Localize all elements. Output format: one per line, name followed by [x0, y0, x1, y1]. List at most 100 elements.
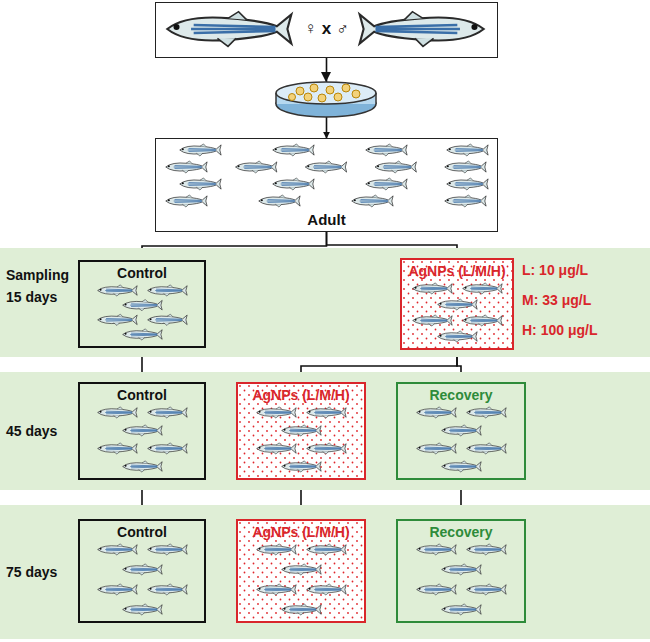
fish-icon [123, 461, 162, 472]
fish-icon [305, 161, 346, 173]
fish-icon [282, 425, 321, 436]
fish-icon [442, 604, 481, 615]
fish-icon [307, 584, 346, 595]
fish-icon [417, 443, 456, 454]
box-title: Control [80, 521, 204, 540]
fish-icon [180, 144, 221, 156]
fish-icon [257, 584, 296, 595]
fish-icon [98, 584, 137, 595]
fish-icon [123, 564, 162, 575]
fish-icon [417, 584, 456, 595]
fish-icon [467, 443, 506, 454]
arrow-head [321, 72, 331, 82]
fish-icon [447, 144, 488, 156]
stage-band: 45 days Control AgNPs (L/M/H) Recovery [0, 372, 650, 490]
fish-icon [98, 443, 137, 454]
fish-icon [166, 161, 207, 173]
fish-icon [307, 544, 346, 555]
box-title: Control [80, 384, 204, 403]
fish-icon [123, 300, 162, 311]
box-title: ♀ x ♂ [156, 19, 497, 39]
fish-icon [467, 407, 506, 418]
fish-icon [148, 314, 187, 325]
fish-icon [417, 544, 456, 555]
fish-icon [282, 604, 321, 615]
fish-icon [445, 161, 486, 173]
fish-icon [282, 461, 321, 472]
fish-icon [442, 461, 481, 472]
fish-icon [148, 285, 187, 296]
stage-label: 45 days [6, 420, 72, 442]
box-title: Adult [156, 211, 497, 228]
fish-icon [445, 195, 486, 207]
fish-icon [467, 544, 506, 555]
group-box: Control [78, 260, 206, 348]
fish-icon [273, 178, 314, 190]
fish-icon [307, 407, 346, 418]
fish-icon [307, 443, 346, 454]
fish-icon [98, 285, 137, 296]
fish-icon [352, 195, 393, 207]
stage-label: Sampling 15 days [6, 264, 72, 308]
box-title: Recovery [398, 384, 524, 403]
box-title: Recovery [398, 521, 524, 540]
concentration-label: L: 10 μg/L [522, 262, 588, 278]
fish-icon [413, 283, 452, 294]
fish-icon [360, 12, 484, 47]
stage-band: 75 days Control AgNPs (L/M/H) Recovery [0, 505, 650, 639]
fish-icon [148, 544, 187, 555]
fish-icon [257, 443, 296, 454]
fish-icon [273, 144, 314, 156]
fish-icon [438, 299, 477, 310]
fish-icon [463, 283, 502, 294]
fish-icon [98, 544, 137, 555]
fish-icon [257, 407, 296, 418]
fish-icon [180, 178, 221, 190]
fish-icon [167, 12, 291, 47]
fish-icon [166, 195, 207, 207]
fish-icon [442, 425, 481, 436]
concentration-label: M: 33 μg/L [522, 292, 591, 308]
fish-icon [148, 407, 187, 418]
group-box: Recovery [396, 519, 526, 623]
fish-icon [123, 425, 162, 436]
dish-rim [276, 82, 376, 104]
nanoparticle-dots [238, 384, 364, 478]
group-box: AgNPs (L/M/H) [236, 519, 366, 623]
fish-icon [148, 584, 187, 595]
box-title: Control [80, 262, 204, 281]
adult-box: Adult [155, 138, 498, 232]
fish-icon [366, 144, 407, 156]
group-box: AgNPs (L/M/H) [236, 382, 366, 480]
box-title: AgNPs (L/M/H) [238, 384, 364, 403]
egg-group [289, 84, 361, 102]
fish-icon [366, 178, 407, 190]
fish-icon [98, 314, 137, 325]
fish-icon [257, 544, 296, 555]
fish-icon [123, 604, 162, 615]
fish-icon [442, 564, 481, 575]
box-title: AgNPs (L/M/H) [238, 521, 364, 540]
fish-icon [123, 329, 162, 340]
concentration-label: H: 100 μg/L [522, 322, 597, 338]
fish-icon [413, 315, 452, 326]
fish-icon [259, 195, 300, 207]
nanoparticle-dots [402, 260, 512, 348]
group-box: Recovery [396, 382, 526, 480]
fish-icon [438, 331, 477, 342]
group-box: Control [78, 519, 206, 623]
fish-icon [236, 161, 277, 173]
fish-icon [98, 407, 137, 418]
fish-icon [467, 584, 506, 595]
box-title: AgNPs (L/M/H) [402, 260, 512, 279]
nanoparticle-dots [238, 521, 364, 621]
fish-icon [417, 407, 456, 418]
fish-icon [148, 443, 187, 454]
stage-label: 75 days [6, 561, 72, 583]
group-box: AgNPs (L/M/H) [400, 258, 514, 350]
parents-box: ♀ x ♂ [155, 2, 498, 58]
fish-icon [463, 315, 502, 326]
fish-icon [282, 564, 321, 575]
group-box: Control [78, 382, 206, 480]
fish-icon [375, 161, 416, 173]
